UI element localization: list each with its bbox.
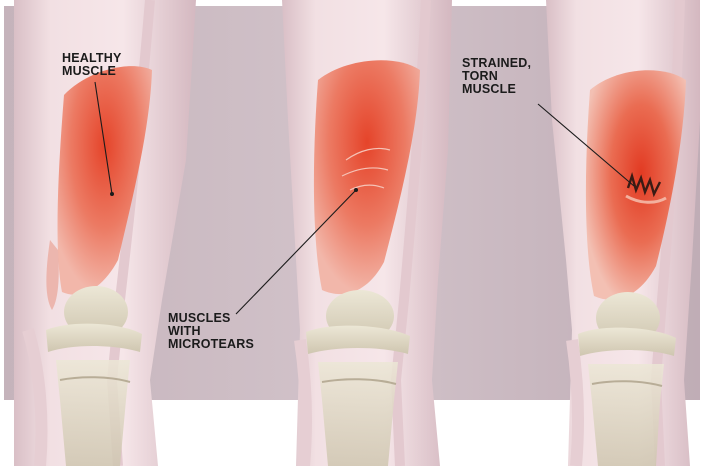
tibia [56, 360, 130, 466]
skin-fold [300, 340, 306, 466]
leg-microtears [282, 0, 452, 466]
label-strained-torn-muscle: STRAINED, TORN MUSCLE [462, 57, 531, 96]
skin-fold [572, 340, 578, 466]
tibia [588, 364, 664, 466]
label-muscles-with-microtears: MUSCLES WITH MICROTEARS [168, 312, 254, 351]
leader-dot-healthy [110, 192, 114, 196]
tibia [318, 362, 398, 466]
label-healthy-muscle: HEALTHY MUSCLE [62, 52, 122, 78]
leader-dot-microtears [354, 188, 358, 192]
